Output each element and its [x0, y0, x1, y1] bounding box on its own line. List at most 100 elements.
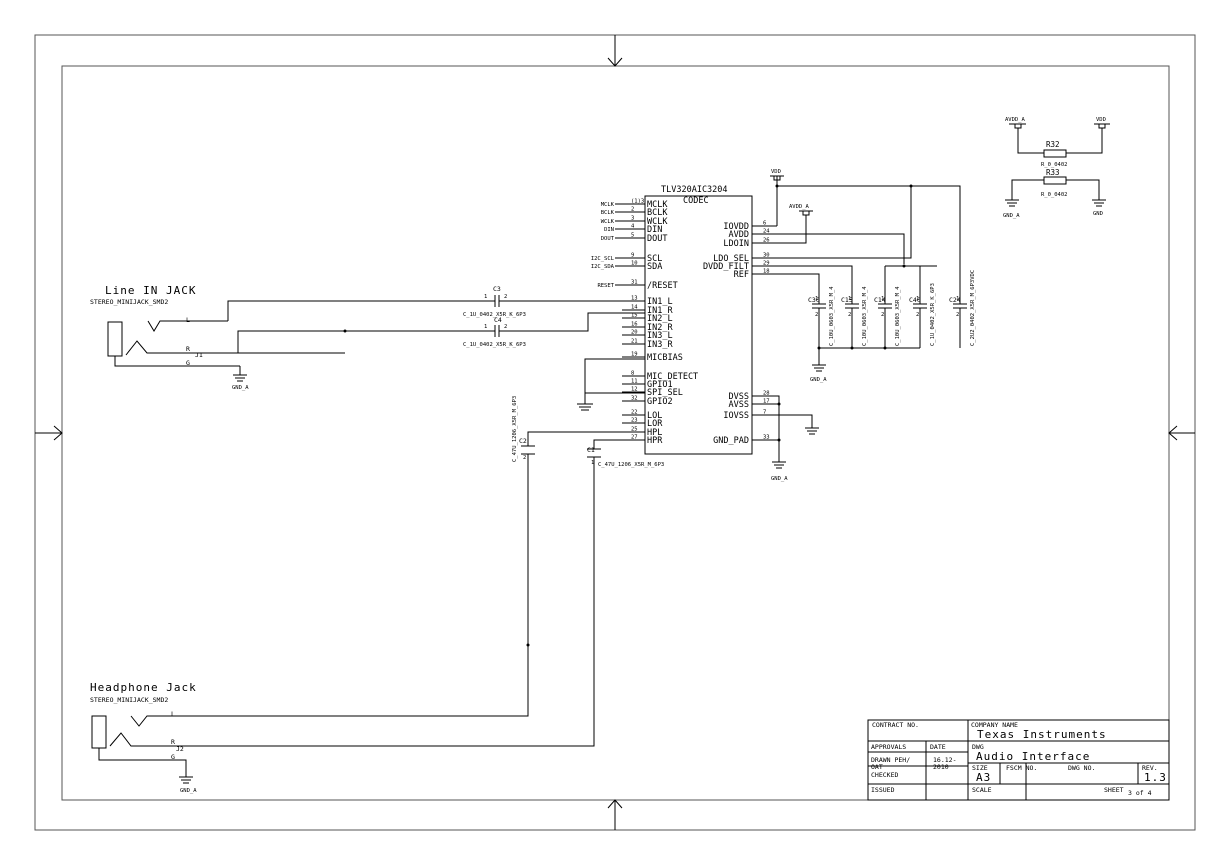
- net-label: RESET: [597, 283, 614, 289]
- codec-pin-name: DIN: [647, 225, 662, 235]
- c1-pin1: 1: [591, 460, 594, 466]
- codec-pin-number: 24: [763, 229, 770, 235]
- net-label: BCLK: [601, 210, 615, 216]
- codec-pin-name: IN3_L: [647, 331, 673, 341]
- tb-sheet-label: SHEET: [1104, 786, 1124, 794]
- codec-pin-number: 16: [631, 322, 638, 328]
- codec-pin-name: GPIO2: [647, 397, 673, 407]
- c1-value: C_47U_1206_X5R_M_6P3: [598, 462, 664, 468]
- codec-pin-name: IN1_L: [647, 297, 673, 307]
- line-in-footprint: STEREO_MINIJACK_SMD2: [90, 298, 168, 306]
- codec-pin-number: 4: [631, 224, 635, 230]
- codec-pin-name: IN2_L: [647, 314, 673, 324]
- line-in-pin-g: G: [186, 359, 190, 367]
- codec-pin-name: LDO_SEL: [713, 254, 749, 264]
- inner-frame: [61, 65, 1170, 801]
- codec-pin-number: 6: [763, 221, 766, 227]
- codec-pin-number: 28: [763, 391, 770, 397]
- decap-value: C_1U_0402_X5R_K_6P3: [930, 283, 936, 346]
- c3-ref: C3: [493, 285, 501, 293]
- decap-pin1: 1: [956, 296, 959, 302]
- codec-pin-name: WCLK: [647, 217, 668, 227]
- codec-pin-name: IN3_R: [647, 340, 673, 350]
- c1-ref: C1: [587, 446, 595, 454]
- codec-pin-name: MICBIAS: [647, 353, 683, 363]
- vdd-supply-symbol: [770, 175, 784, 181]
- tb-line: 2010: [933, 763, 949, 771]
- junction-line-in: [343, 329, 347, 333]
- r32-vdd-label: VDD: [1096, 117, 1106, 123]
- r32-avdd-label: AVDD_A: [1005, 117, 1026, 123]
- tb-dwgno-label: DWG NO.: [1068, 764, 1095, 772]
- net-label: WCLK: [601, 219, 615, 225]
- codec-pin-name: BCLK: [647, 208, 668, 218]
- line-in-ref: J1: [195, 351, 203, 359]
- codec-pin-name: SCL: [647, 254, 662, 264]
- decap-ref: C30: [808, 296, 820, 304]
- junction-vdd: [775, 184, 779, 188]
- codec-pin-number: 26: [763, 238, 770, 244]
- tb-scale-label: SCALE: [972, 786, 992, 794]
- tb-dwg-title: Audio Interface: [976, 750, 1090, 763]
- codec-pin-number: (1)3: [631, 199, 644, 205]
- tb-date-label: DATE: [930, 743, 946, 751]
- codec-pin-number: 23: [631, 418, 638, 424]
- c3-value: C_1U_0402_X5R_K_6P3: [463, 312, 526, 318]
- codec-pin-number: 2: [631, 207, 634, 213]
- codec-pin-number: 21: [631, 339, 638, 345]
- codec-pin-number: 31: [631, 280, 638, 286]
- line-in-jack-symbol: [107, 320, 345, 367]
- codec-pin-name: MIC_DETECT: [647, 372, 698, 382]
- net-label: DIN: [604, 227, 614, 233]
- tb-line: DRAWN PEH/: [871, 756, 910, 764]
- codec-pin-number: 9: [631, 253, 634, 259]
- decap-pin2: 2: [956, 312, 959, 318]
- r32-value: R_0_0402: [1041, 162, 1068, 168]
- junction-dvdd: [902, 264, 906, 268]
- codec-pin-number: 18: [763, 269, 770, 275]
- codec-pin-name: SPI_SEL: [647, 388, 683, 398]
- frame-center-marks: [35, 35, 1195, 830]
- line-in-pin-l: L: [186, 316, 190, 324]
- codec-pin-name: MCLK: [647, 200, 668, 210]
- decap-pin2: 2: [916, 312, 919, 318]
- c2-symbol: [521, 445, 535, 455]
- decap-pin1: 1: [916, 296, 919, 302]
- codec-value-label: CODEC: [683, 196, 709, 206]
- headphone-pin-r: R: [171, 738, 175, 746]
- codec-pin-number: 10: [631, 261, 638, 267]
- c3-pin2: 2: [504, 294, 507, 300]
- codec-pin-number: 30: [763, 253, 770, 259]
- tb-company-label: COMPANY NAME: [971, 721, 1018, 729]
- net-label: DOUT: [601, 236, 615, 242]
- r32-ref: R32: [1046, 140, 1060, 149]
- c2-pin2: 2: [523, 455, 526, 461]
- line-in-gnd-label: GND_A: [232, 385, 249, 391]
- decap-gnd-symbol: [812, 364, 826, 372]
- headphone-pin-g: G: [171, 753, 175, 761]
- codec-part-label: TLV320AIC3204: [661, 185, 728, 195]
- resistor-network: [1005, 123, 1110, 207]
- junction-avss: [777, 402, 781, 406]
- junction-hp: [526, 643, 530, 647]
- decap-ref: C15: [841, 296, 853, 304]
- codec-pin-number: 20: [631, 330, 638, 336]
- tb-rev-label: REV.: [1142, 764, 1158, 772]
- headphone-jack-symbol: [91, 715, 193, 777]
- junction-vdd2: [909, 184, 913, 188]
- c3-symbol: [480, 295, 510, 307]
- r33-value: R_0_0402: [1041, 192, 1068, 198]
- c4-symbol: [480, 325, 510, 337]
- codec-pin-name: REF: [734, 270, 749, 280]
- junction-gndpad: [777, 438, 781, 442]
- codec-pin-name: HPL: [647, 428, 662, 438]
- line-in-pin-r: R: [186, 345, 190, 353]
- headphone-gnd-symbol: [179, 776, 193, 784]
- decap-gnd-label: GND_A: [810, 377, 827, 383]
- decap-pin1: 1: [815, 296, 818, 302]
- power-rail-wiring: [752, 176, 961, 365]
- codec-pin-name: GPIO1: [647, 380, 673, 390]
- tb-company: Texas Instruments: [977, 728, 1107, 741]
